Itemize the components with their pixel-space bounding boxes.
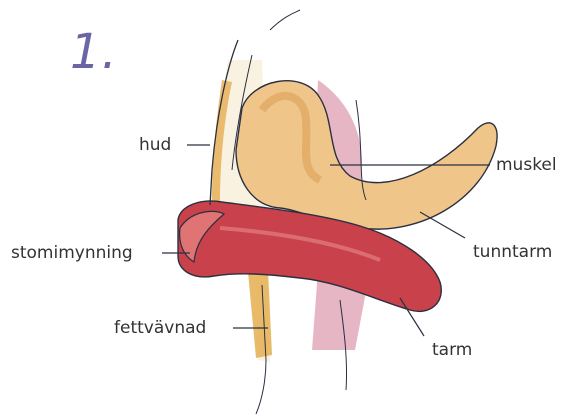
label-fettvavnad: fettvävnad (114, 318, 206, 338)
label-hud: hud (139, 135, 171, 155)
label-tunntarm: tunntarm (473, 242, 552, 262)
label-stomimynning: stomimynning (11, 243, 133, 263)
figure-number: 1. (70, 24, 118, 80)
fat-tissue-lower (248, 270, 272, 358)
top-tissue-outline (270, 10, 300, 30)
leader-tunntarm (420, 212, 465, 238)
label-tarm: tarm (432, 340, 472, 360)
label-muskel: muskel (496, 155, 557, 175)
